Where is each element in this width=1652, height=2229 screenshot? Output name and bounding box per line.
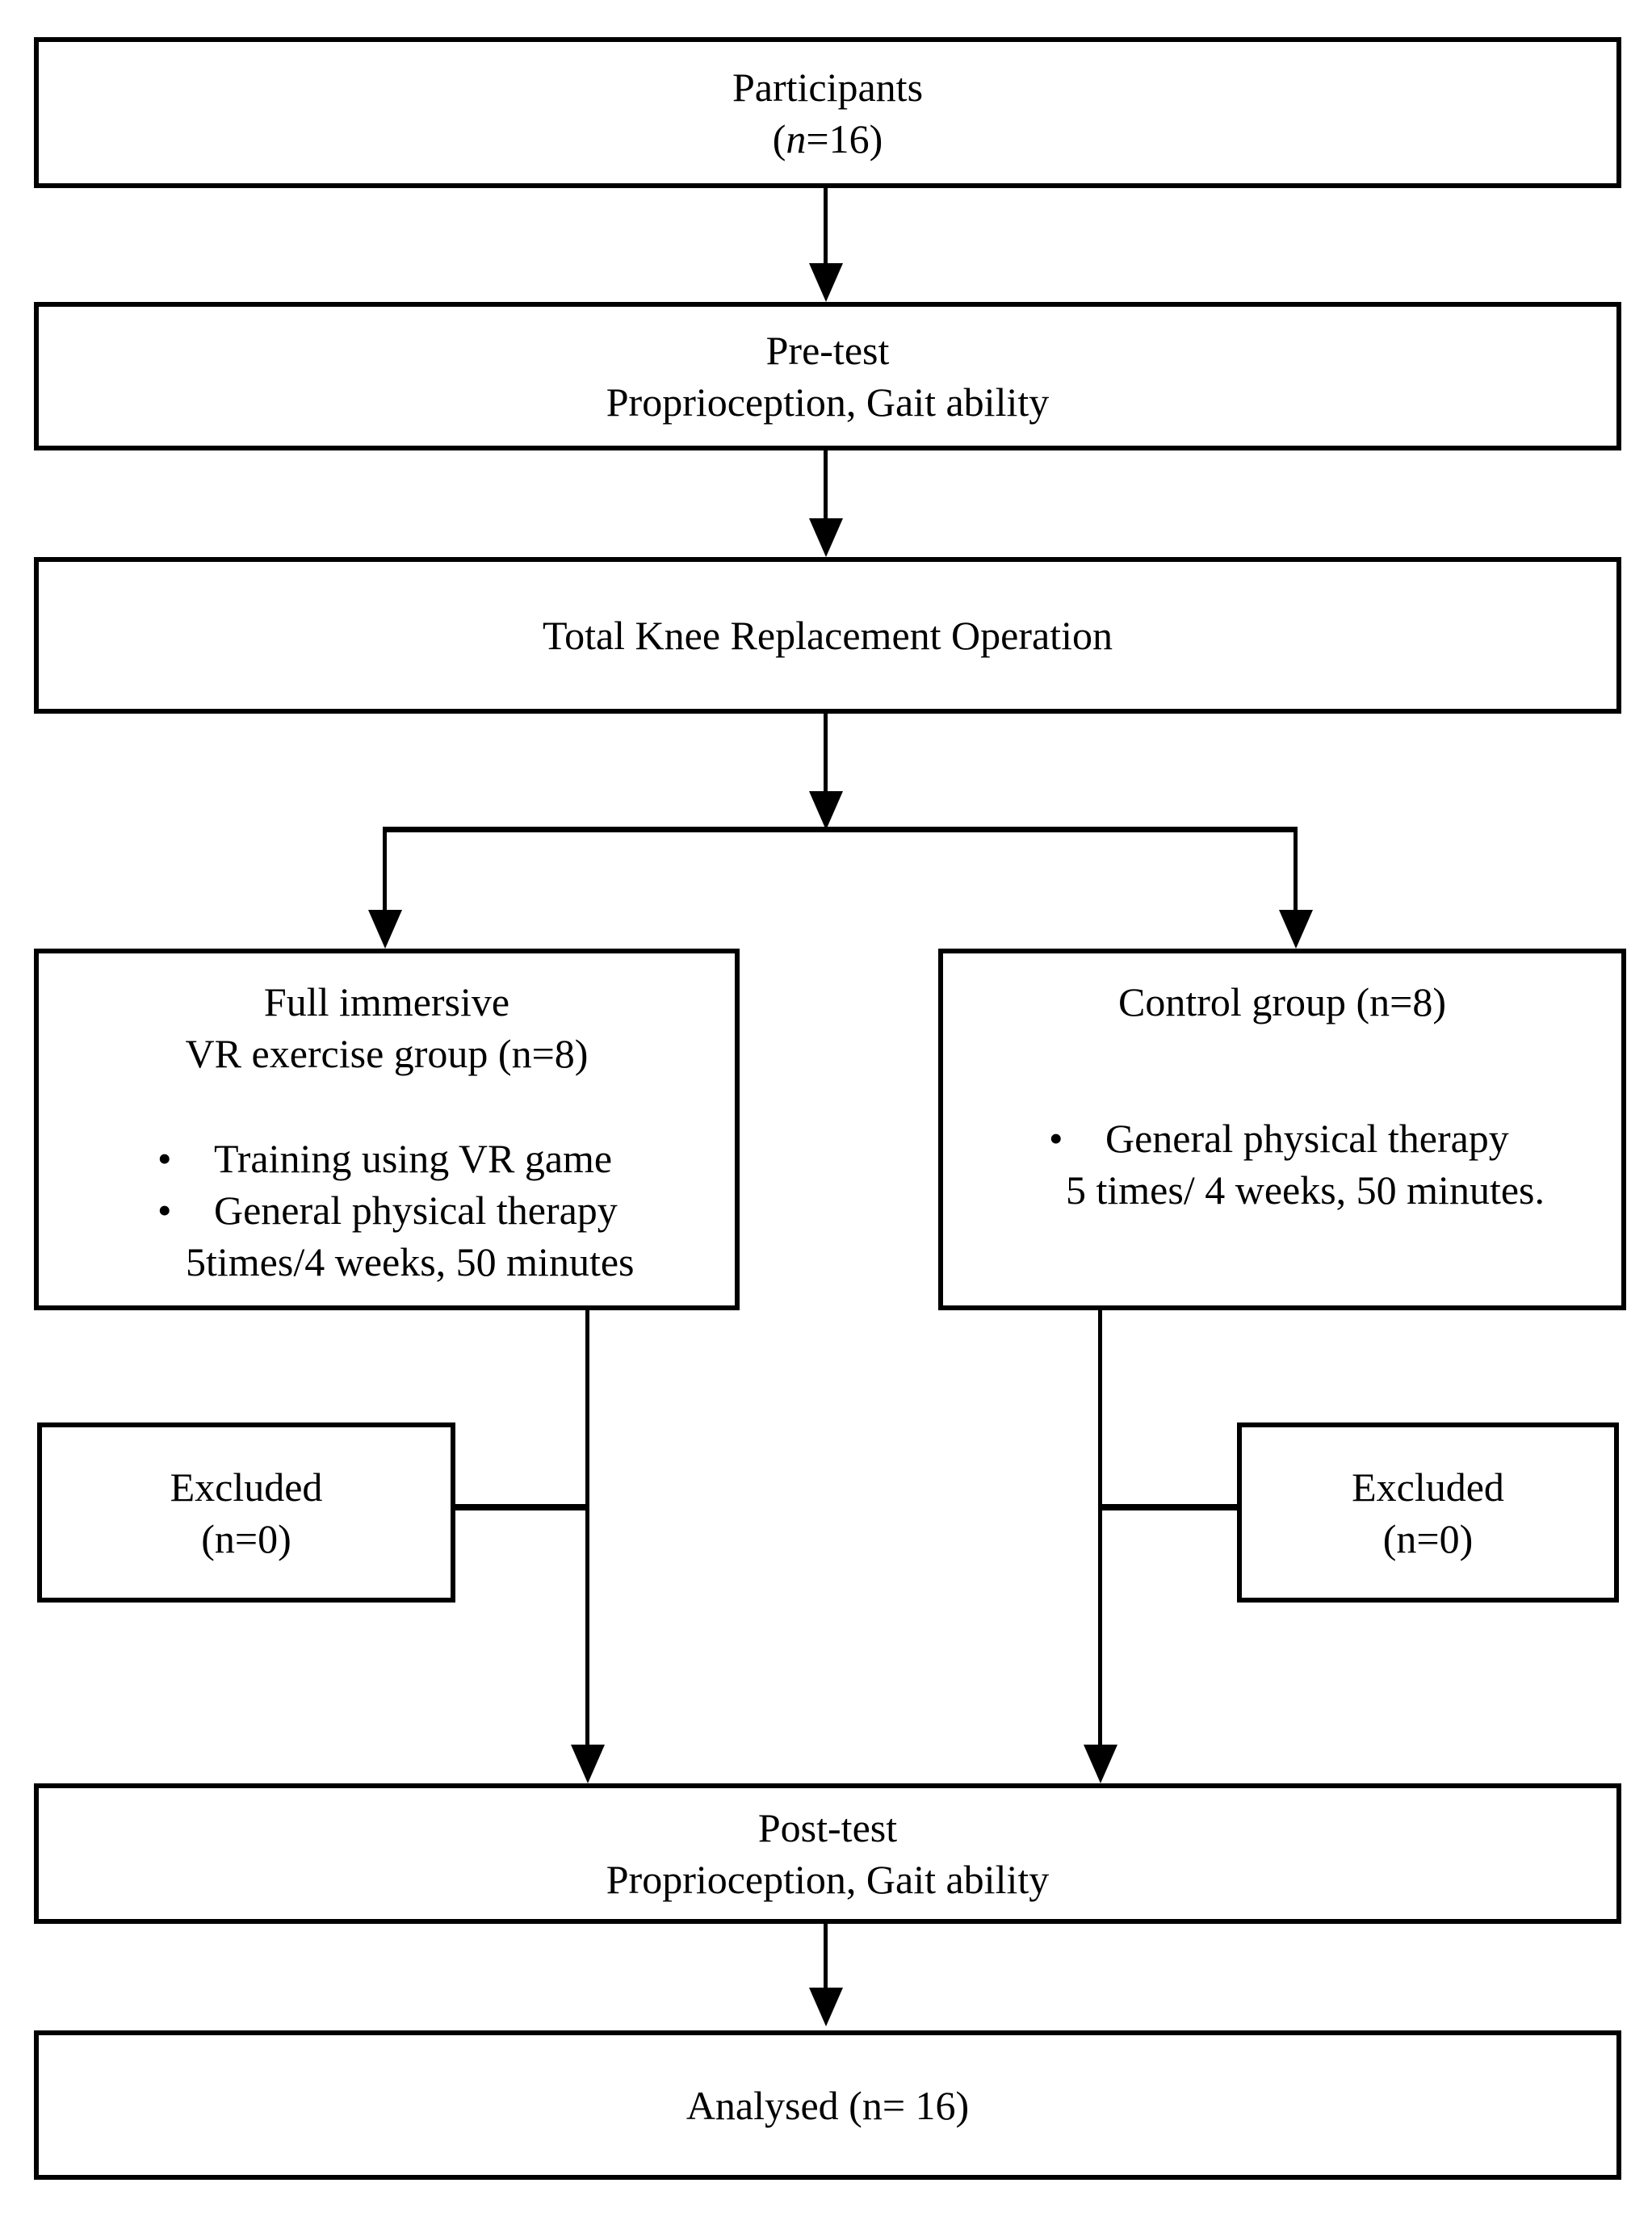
excluded-left-box: Excluded (n=0) <box>37 1422 455 1603</box>
operation-line1: Total Knee Replacement Operation <box>543 613 1113 658</box>
arrowhead-down-icon <box>1279 910 1313 949</box>
excluded-right-connector-line <box>1100 1504 1239 1510</box>
excluded-left-connector-line <box>451 1504 589 1510</box>
arrow-operation-to-split-line <box>824 714 828 794</box>
vr-group-bullet-2-text: General physical therapy <box>214 1188 618 1233</box>
control-group-box: Control group (n=8) • General physical t… <box>938 949 1626 1310</box>
analysed-line1: Analysed (n= 16) <box>686 2082 970 2128</box>
arrowhead-down-icon <box>368 910 402 949</box>
pretest-box: Pre-test Proprioception, Gait ability <box>34 302 1621 450</box>
arrowhead-down-icon <box>809 518 843 557</box>
control-group-heading: Control group (n=8) <box>1118 979 1446 1024</box>
control-group-to-posttest-line <box>1098 1310 1102 1748</box>
vr-group-bullet-1: • Training using VR game <box>39 1133 735 1184</box>
split-left-drop-line <box>383 830 387 913</box>
vr-group-bullet-list: • Training using VR game • General physi… <box>39 1133 735 1288</box>
arrowhead-down-icon <box>809 1988 843 2026</box>
excluded-right-line1: Excluded <box>1352 1464 1504 1510</box>
posttest-box: Post-test Proprioception, Gait ability <box>34 1783 1621 1924</box>
posttest-line1: Post-test <box>757 1805 898 1850</box>
pretest-line2: Proprioception, Gait ability <box>606 379 1050 425</box>
participants-count: (n=16) <box>772 115 883 161</box>
bullet-icon: • <box>157 1136 172 1181</box>
control-group-bullet-1: • General physical therapy <box>943 1112 1621 1164</box>
arrow-participants-to-pretest-line <box>824 188 828 266</box>
vr-group-bullet-2-continuation: 5times/4 weeks, 50 minutes <box>186 1239 635 1284</box>
excluded-left-line1: Excluded <box>170 1464 323 1510</box>
control-group-bullet-1-text: General physical therapy <box>1105 1116 1509 1161</box>
arrowhead-down-icon <box>1084 1745 1117 1783</box>
excluded-right-box: Excluded (n=0) <box>1237 1422 1619 1603</box>
vr-group-bullet-1-text: Training using VR game <box>214 1136 613 1181</box>
analysed-box: Analysed (n= 16) <box>34 2030 1621 2180</box>
posttest-line2: Proprioception, Gait ability <box>606 1857 1050 1902</box>
participants-title: Participants <box>732 64 924 110</box>
arrow-posttest-to-analysed-line <box>824 1924 828 1991</box>
vr-group-heading-line1: Full immersive <box>263 979 510 1024</box>
italic-n: n <box>786 115 807 161</box>
vr-group-box: Full immersive VR exercise group (n=8) •… <box>34 949 740 1310</box>
control-group-bullet-1-continuation: 5 times/ 4 weeks, 50 minutes. <box>1066 1167 1545 1213</box>
bullet-icon: • <box>1049 1116 1063 1161</box>
participants-box: Participants (n=16) <box>34 37 1621 188</box>
vr-group-bullet-2: • General physical therapy <box>39 1184 735 1236</box>
vr-group-heading-line2: VR exercise group (n=8) <box>185 1031 589 1076</box>
split-line <box>383 827 1298 832</box>
arrowhead-down-icon <box>809 263 843 302</box>
arrowhead-down-icon <box>809 791 843 830</box>
control-group-bullet-list: • General physical therapy 5 times/ 4 we… <box>943 1112 1621 1216</box>
excluded-right-line2: (n=0) <box>1382 1515 1474 1561</box>
arrowhead-down-icon <box>571 1745 605 1783</box>
vr-group-heading: Full immersive VR exercise group (n=8) <box>39 976 735 1079</box>
vr-group-to-posttest-line <box>585 1310 589 1748</box>
pretest-line1: Pre-test <box>765 328 890 373</box>
arrow-pretest-to-operation-line <box>824 450 828 522</box>
excluded-left-line2: (n=0) <box>201 1515 291 1561</box>
operation-box: Total Knee Replacement Operation <box>34 557 1621 714</box>
bullet-icon: • <box>157 1188 172 1233</box>
split-right-drop-line <box>1294 830 1298 913</box>
